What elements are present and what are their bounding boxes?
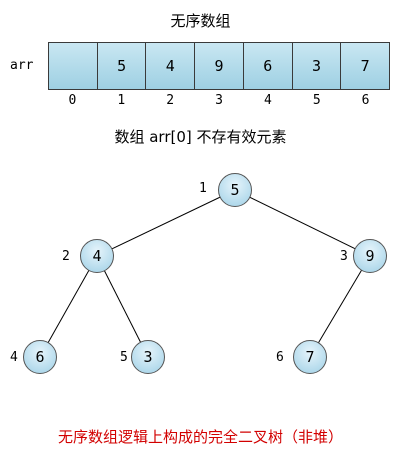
array-index-6: 6: [361, 93, 370, 108]
edge-3-6: [309, 255, 371, 358]
array-cell-0: [49, 43, 98, 89]
tree-caption: 无序数组逻辑上构成的完全二叉树（非堆）: [57, 428, 343, 446]
tree-node-6: 7: [293, 340, 327, 374]
array-index-2: 2: [166, 93, 175, 108]
array-cell-3: 9: [195, 43, 244, 89]
tree-node-4-index: 4: [10, 350, 18, 365]
array-cell-4: 6: [243, 43, 293, 89]
array-cell-1: 5: [97, 43, 147, 89]
tree-node-1: 5: [218, 173, 252, 207]
tree-node-5-index: 5: [120, 350, 128, 365]
tree-node-3-index: 3: [340, 249, 348, 264]
array-index-5: 5: [312, 93, 321, 108]
edge-2-5: [96, 255, 149, 358]
edge-1-2: [96, 189, 236, 257]
edge-1-3: [234, 189, 371, 257]
array-label: arr: [10, 58, 34, 73]
tree-node-4: 6: [23, 340, 57, 374]
array-index-3: 3: [215, 93, 223, 108]
array-title: 无序数组: [170, 12, 231, 30]
edge-2-4: [39, 255, 98, 358]
tree-node-1-index: 1: [199, 181, 207, 196]
array-index-1: 1: [117, 93, 126, 108]
tree-node-5: 3: [131, 340, 165, 374]
array-index-row: 0 1 2 3 4 5 6: [48, 93, 390, 108]
array-index-0: 0: [68, 93, 77, 108]
array-index-4: 4: [263, 93, 272, 108]
array-cell-2: 4: [146, 43, 196, 89]
tree-node-2-index: 2: [62, 249, 70, 264]
array-cell-6: 7: [341, 43, 390, 89]
array-box: 5 4 9 6 3 7: [48, 42, 390, 90]
tree-node-6-index: 6: [276, 350, 284, 365]
array-cell-5: 3: [292, 43, 342, 89]
array-note: 数组 arr[0] 不存有效元素: [114, 128, 287, 146]
tree-node-3: 9: [353, 239, 387, 273]
tree-node-2: 4: [80, 239, 114, 273]
